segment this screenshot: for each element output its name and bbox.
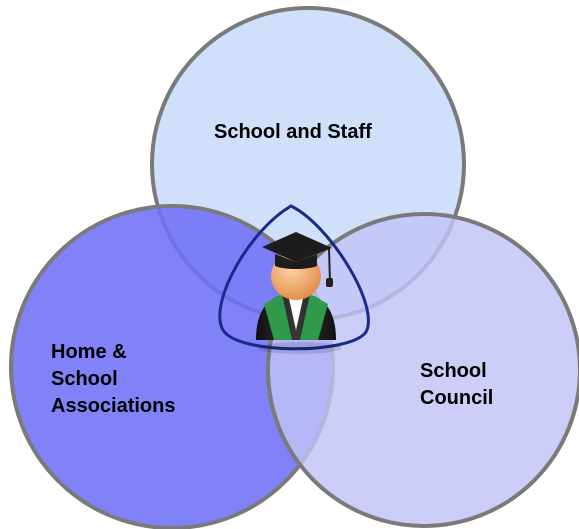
green-stole-right xyxy=(300,294,328,340)
label-line: School xyxy=(420,360,487,382)
label-home-and-school-associations: Home & School Associations xyxy=(51,339,175,420)
center-overlap-outline xyxy=(218,204,370,351)
label-line: School and Staff xyxy=(214,121,372,143)
circle-school-council xyxy=(266,212,579,528)
label-school-council: School Council xyxy=(420,358,493,412)
label-line: Home & xyxy=(51,341,127,363)
cap-base xyxy=(275,254,317,269)
label-line: Associations xyxy=(51,395,176,417)
green-stole xyxy=(264,294,292,340)
label-line: Council xyxy=(420,387,494,409)
cap-board xyxy=(262,232,332,262)
label-line: School xyxy=(51,368,118,390)
graduate-student-icon xyxy=(256,232,342,354)
label-school-and-staff: School and Staff xyxy=(214,119,372,146)
